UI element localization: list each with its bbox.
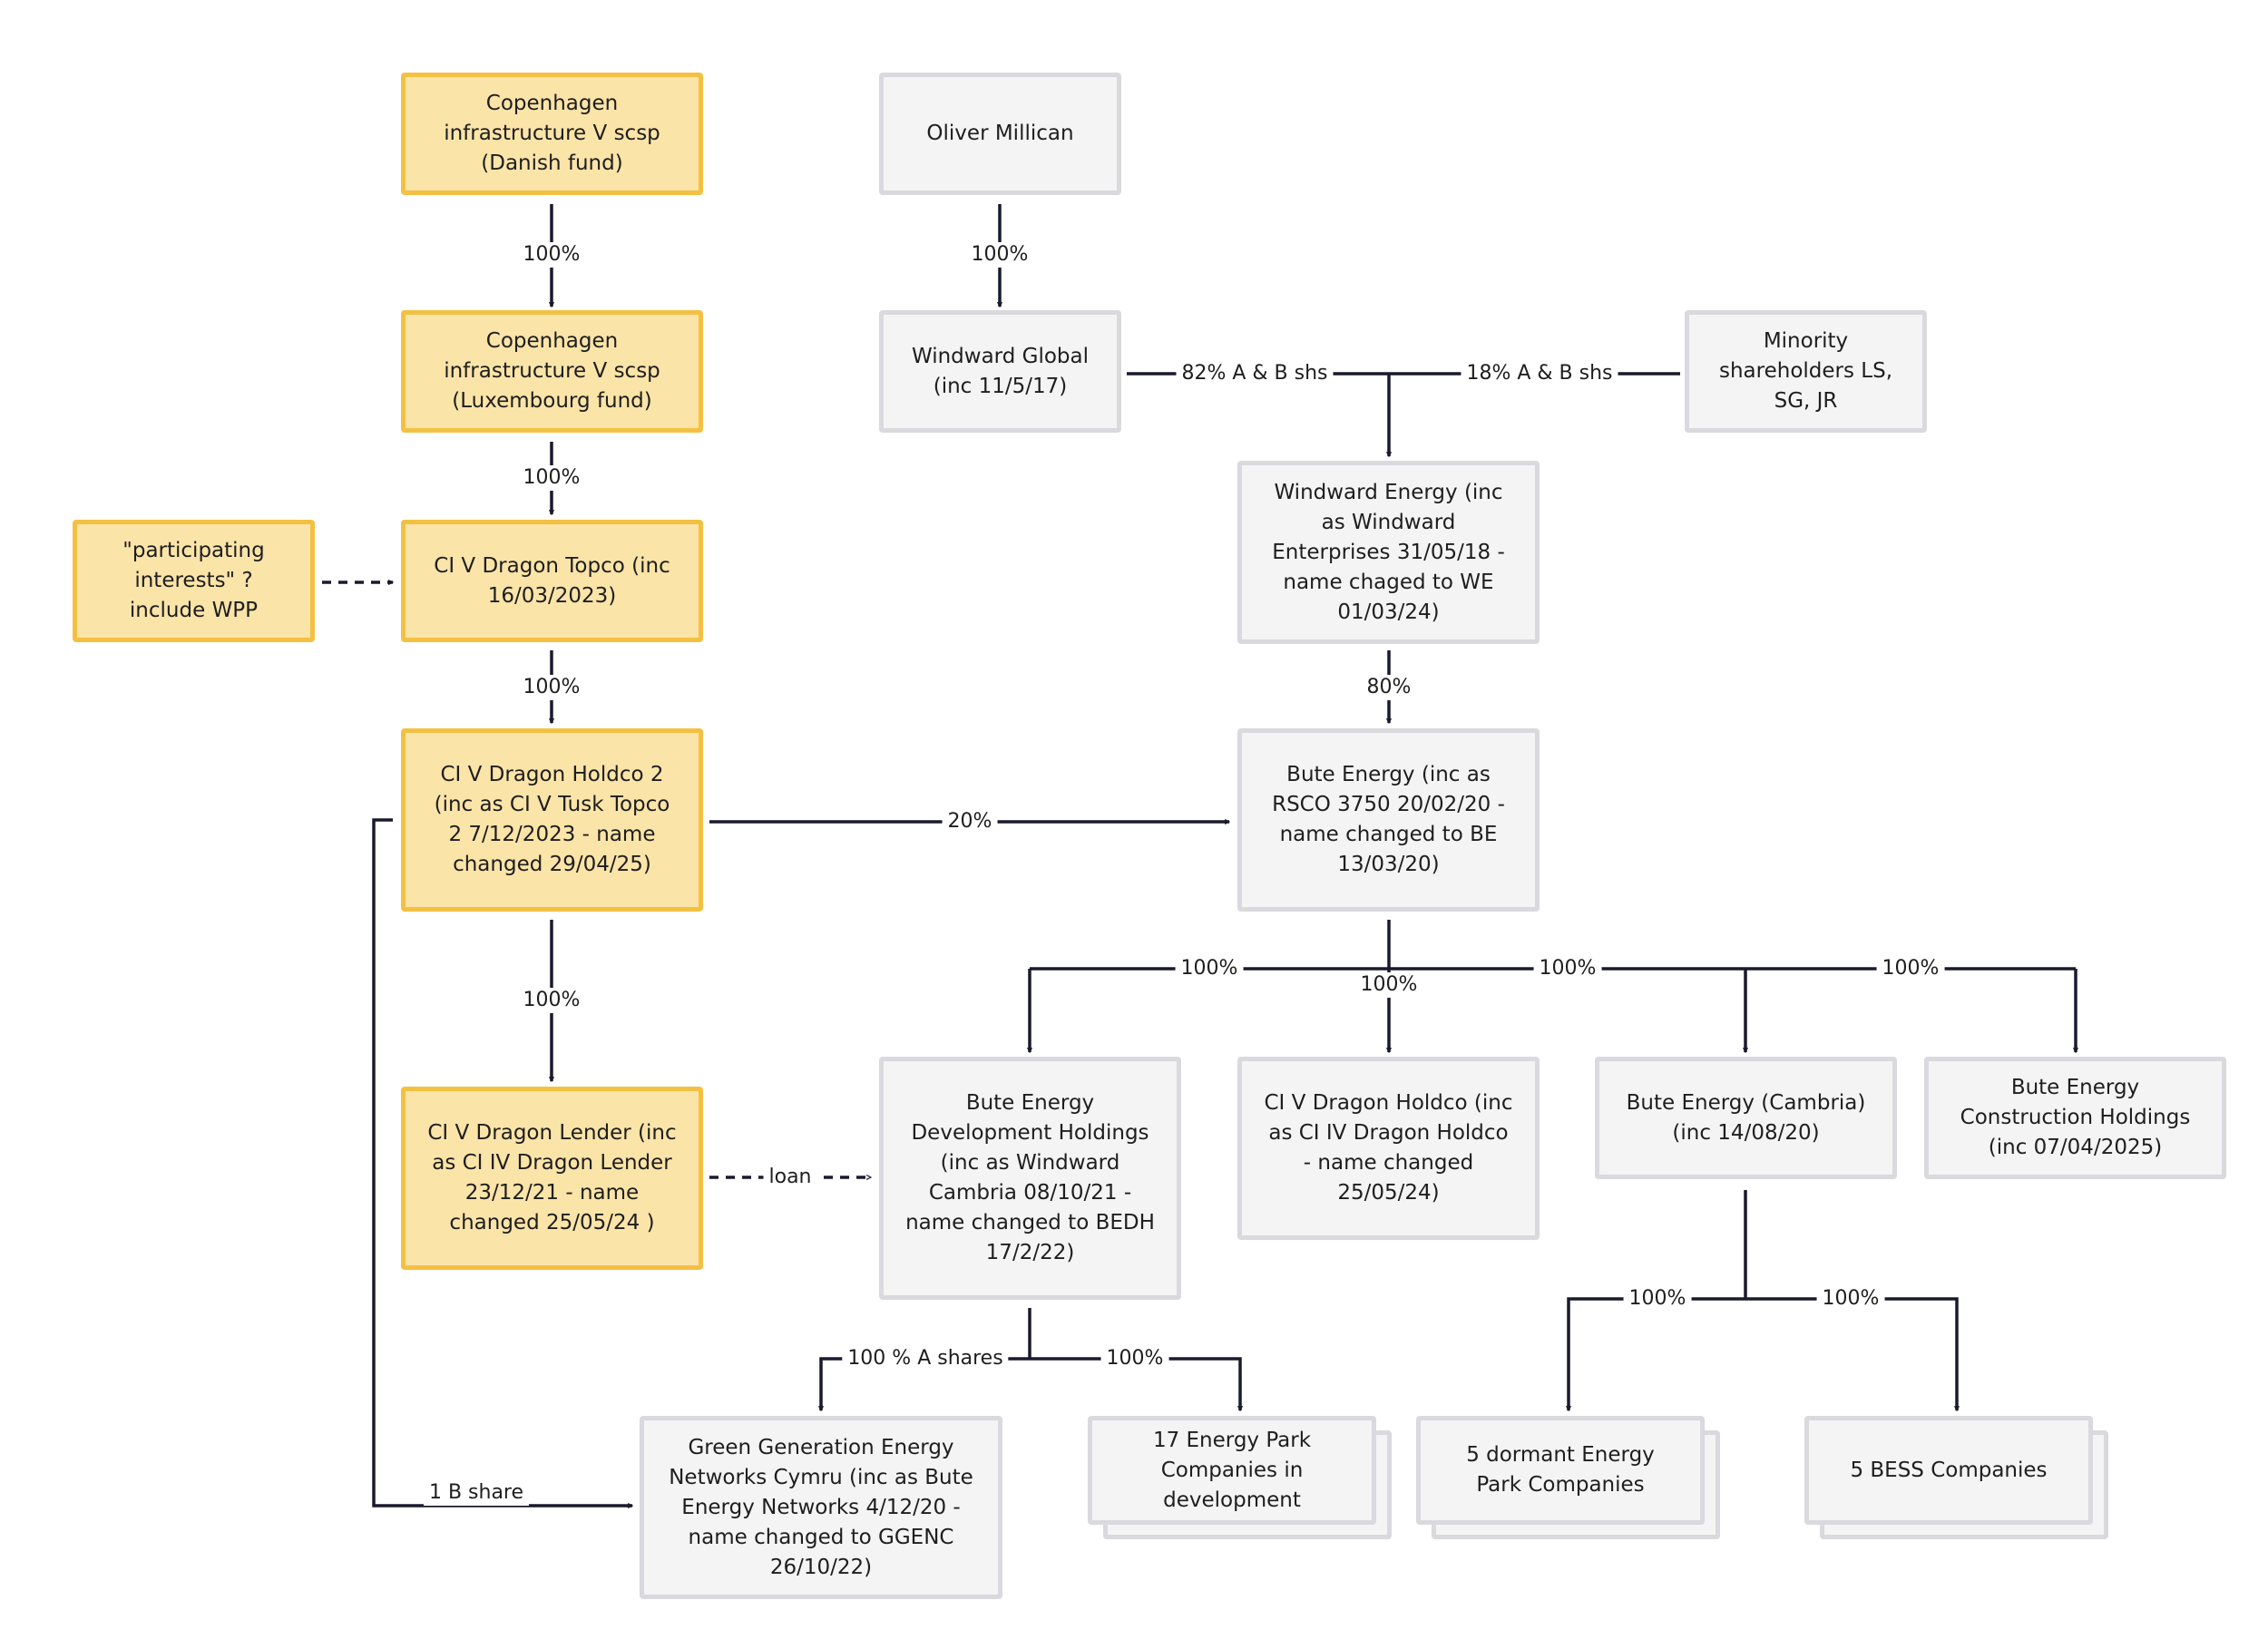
bute-construction-holdings-node[interactable]: Bute Energy Construction Holdings (inc 0… — [1924, 1057, 2226, 1179]
edge-label-bedh-ggenc: 100 % A shares — [842, 1346, 1009, 1371]
windward-global-node[interactable]: Windward Global (inc 11/5/17) — [879, 310, 1121, 433]
edge-label-loan: loan — [763, 1165, 817, 1190]
edge-label-1-b-share: 1 B share — [423, 1480, 530, 1506]
minority-shareholders-node[interactable]: Minority shareholders LS, SG, JR — [1685, 310, 1927, 433]
edge-label-minority-we: 18% A & B shs — [1461, 361, 1618, 386]
bute-development-holdings-node[interactable]: Bute Energy Development Holdings (inc as… — [879, 1057, 1181, 1300]
edge-label-holdco2-bute: 20% — [942, 809, 998, 834]
edge-holdco2-ggenc — [372, 818, 632, 1506]
edge-label-bute-bedh: 100% — [1175, 956, 1244, 981]
edge-label-holdco2-lender: 100% — [517, 988, 586, 1013]
bute-cambria-node[interactable]: Bute Energy (Cambria) (inc 14/08/20) — [1595, 1057, 1897, 1179]
edge-label-dk-lux: 100% — [517, 242, 586, 268]
edge-cambria-dormant — [1569, 1297, 1745, 1410]
edge-cambria-bess — [1745, 1297, 1957, 1410]
dormant-5-node[interactable]: 5 dormant Energy Park Companies — [1416, 1416, 1705, 1525]
edge-label-lux-topco: 100% — [517, 465, 586, 491]
dragon-holdco-node[interactable]: CI V Dragon Holdco (inc as CI IV Dragon … — [1237, 1057, 1540, 1240]
ggenc-node[interactable]: Green Generation Energy Networks Cymru (… — [640, 1416, 1002, 1599]
edge-label-bute-dragon-holdco: 100% — [1354, 972, 1423, 998]
energy-park-17-node[interactable]: 17 Energy Park Companies in development — [1088, 1416, 1376, 1525]
edge-bedh-ep17 — [1030, 1357, 1240, 1410]
bess-5-node[interactable]: 5 BESS Companies — [1804, 1416, 2093, 1525]
edge-label-bedh-ep17: 100% — [1100, 1346, 1169, 1371]
dragon-topco-node[interactable]: CI V Dragon Topco (inc 16/03/2023) — [401, 520, 703, 642]
edge-label-wg-we: 82% A & B shs — [1176, 361, 1334, 386]
edge-label-cambria-bess: 100% — [1816, 1286, 1885, 1312]
edge-label-oliver-wg: 100% — [965, 242, 1034, 268]
edge-label-bute-cambria: 100% — [1533, 956, 1602, 981]
dragon-lender-node[interactable]: CI V Dragon Lender (inc as CI IV Dragon … — [401, 1087, 703, 1270]
edge-label-bute-construction: 100% — [1876, 956, 1945, 981]
dragon-holdco2-node[interactable]: CI V Dragon Holdco 2 (inc as CI V Tusk T… — [401, 728, 703, 912]
copenhagen-luxembourg-fund-node[interactable]: Copenhagen infrastructure V scsp (Luxemb… — [401, 310, 703, 433]
oliver-millican-node[interactable]: Oliver Millican — [879, 73, 1121, 195]
edge-label-cambria-dormant: 100% — [1623, 1286, 1692, 1312]
windward-energy-node[interactable]: Windward Energy (inc as Windward Enterpr… — [1237, 461, 1540, 644]
bute-energy-node[interactable]: Bute Energy (inc as RSCO 3750 20/02/20 -… — [1237, 728, 1540, 912]
edge-label-we-bute: 80% — [1361, 675, 1417, 700]
copenhagen-danish-fund-node[interactable]: Copenhagen infrastructure V scsp (Danish… — [401, 73, 703, 195]
edge-label-topco-holdco2: 100% — [517, 675, 586, 700]
participating-interests-node[interactable]: "participating interests" ? include WPP — [73, 520, 315, 642]
